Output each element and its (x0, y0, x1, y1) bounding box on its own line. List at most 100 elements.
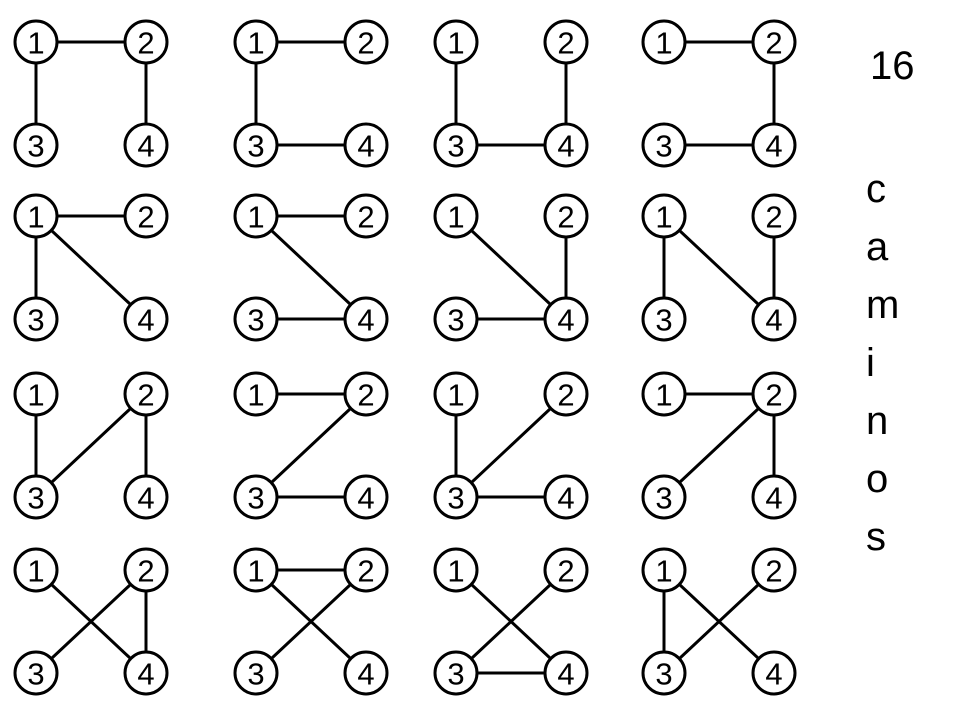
node-label: 2 (765, 26, 782, 61)
node-label: 2 (765, 200, 782, 235)
graph-node: 2 (751, 193, 797, 239)
graph-edge (454, 392, 568, 499)
node-label: 3 (447, 303, 464, 338)
graph-node: 4 (543, 650, 589, 696)
node-circle (123, 371, 169, 417)
node-circle (543, 474, 589, 520)
node-label: 2 (557, 26, 574, 61)
graph-node: 3 (641, 650, 687, 696)
graph-node: 1 (13, 371, 59, 417)
caption-letter: o (866, 457, 889, 501)
graph-node: 3 (433, 296, 479, 342)
node-label: 3 (655, 657, 672, 692)
graph-node: 1 (433, 193, 479, 239)
graph-node: 1 (233, 547, 279, 593)
node-circle (433, 122, 479, 168)
node-circle (641, 122, 687, 168)
node-label: 4 (137, 657, 154, 692)
caption-letter: c (866, 167, 886, 211)
node-label: 3 (247, 657, 264, 692)
graph-node: 2 (343, 547, 389, 593)
node-label: 1 (247, 200, 264, 235)
graph-node: 4 (543, 122, 589, 168)
node-circle (641, 474, 687, 520)
node-label: 1 (655, 378, 672, 413)
node-label: 4 (357, 657, 374, 692)
graph-edge (34, 214, 148, 321)
node-label: 2 (557, 200, 574, 235)
node-circle (641, 19, 687, 65)
node-label: 2 (137, 200, 154, 235)
node-label: 2 (357, 378, 374, 413)
node-circle (751, 296, 797, 342)
graph-node: 2 (543, 547, 589, 593)
graph-node: 3 (233, 122, 279, 168)
graph-node: 4 (123, 474, 169, 520)
node-circle (233, 474, 279, 520)
graph-node: 3 (641, 122, 687, 168)
node-label: 1 (27, 378, 44, 413)
graph-node: 2 (343, 19, 389, 65)
node-circle (433, 474, 479, 520)
graph-edge (34, 568, 148, 675)
graph-node: 2 (543, 193, 589, 239)
node-label: 3 (27, 303, 44, 338)
node-circle (233, 371, 279, 417)
node-label: 3 (447, 481, 464, 516)
node-circle (13, 296, 59, 342)
node-circle (543, 371, 589, 417)
graph-node: 2 (751, 547, 797, 593)
graph-node: 2 (123, 547, 169, 593)
node-label: 3 (27, 481, 44, 516)
node-label: 3 (655, 303, 672, 338)
graph-edge (454, 568, 568, 675)
graph-edge (662, 568, 776, 675)
node-label: 4 (557, 129, 574, 164)
node-circle (343, 650, 389, 696)
graph-node: 3 (13, 650, 59, 696)
node-circle (751, 371, 797, 417)
node-circle (751, 650, 797, 696)
node-label: 1 (247, 554, 264, 589)
node-circle (13, 122, 59, 168)
caption-count: 16 (870, 44, 915, 88)
node-circle (641, 193, 687, 239)
caption-letter: a (866, 225, 889, 269)
node-label: 4 (557, 303, 574, 338)
node-label: 4 (137, 481, 154, 516)
node-label: 3 (247, 129, 264, 164)
graph-node: 1 (641, 193, 687, 239)
node-circle (233, 193, 279, 239)
graph-node: 2 (343, 193, 389, 239)
node-label: 2 (137, 26, 154, 61)
graph-node: 3 (641, 474, 687, 520)
node-circle (233, 296, 279, 342)
graph-edge (34, 392, 148, 499)
graph-node: 1 (433, 19, 479, 65)
graph-node: 4 (751, 122, 797, 168)
graph-node: 2 (751, 371, 797, 417)
node-label: 2 (557, 378, 574, 413)
node-label: 2 (765, 378, 782, 413)
node-circle (123, 650, 169, 696)
graph-edge (662, 214, 776, 321)
graph-edge (254, 392, 368, 499)
node-circle (641, 547, 687, 593)
caption-letter: n (866, 399, 889, 443)
node-label: 3 (27, 657, 44, 692)
node-label: 1 (27, 554, 44, 589)
caption-letter: s (866, 515, 886, 559)
node-circle (641, 371, 687, 417)
node-label: 1 (655, 26, 672, 61)
node-circle (123, 122, 169, 168)
graph-node: 2 (543, 19, 589, 65)
graph-node: 2 (343, 371, 389, 417)
graph-node: 4 (343, 122, 389, 168)
